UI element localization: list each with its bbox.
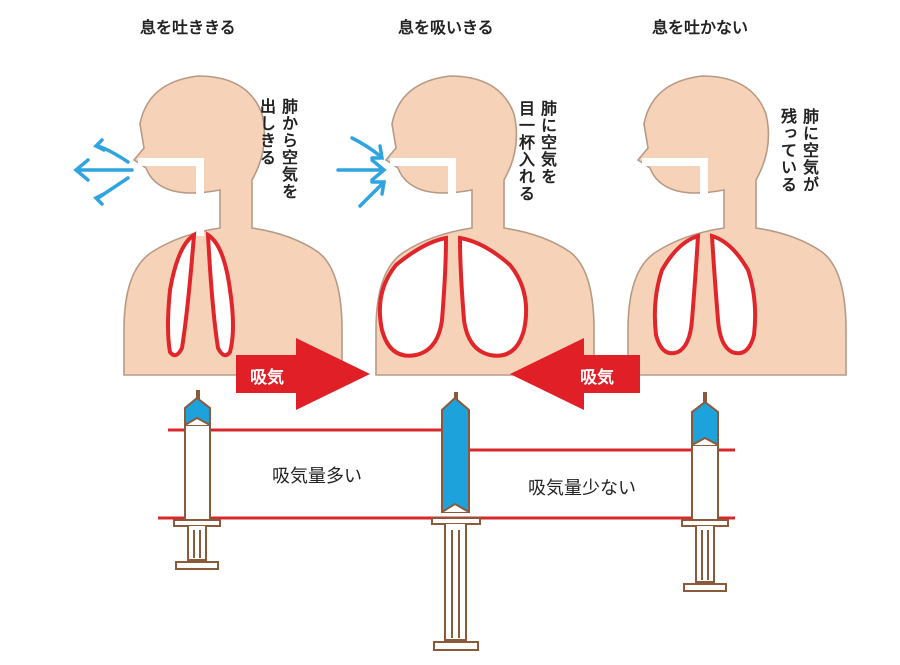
panel-no-exhale [627, 75, 847, 376]
exhale-arrows-icon [73, 138, 134, 206]
syringe-icon [431, 392, 481, 651]
volume-label-small: 吸気量少ない [528, 478, 636, 499]
lungs-deflated [166, 231, 235, 358]
lungs-inflated [377, 235, 529, 358]
inhale-arrow-label: 吸気 [250, 368, 284, 388]
inhale-arrow-right [236, 338, 370, 410]
panel-title: 息を吐ききる [140, 18, 236, 37]
panel-inhale-fully [375, 75, 595, 376]
panel-title: 息を吸いきる [398, 18, 494, 37]
caption-line: 残っている [778, 108, 797, 193]
inhale-arrows-icon [336, 136, 387, 208]
panel-exhale-fully [123, 75, 343, 376]
inhale-arrow-left [510, 338, 640, 410]
panel-caption: 肺に空気を 目一杯入れる [514, 100, 558, 202]
panel-caption: 肺から空気を 出しきる [255, 98, 299, 200]
caption-line: 肺に空気が [800, 108, 819, 193]
panel-caption: 肺に空気が 残っている [776, 108, 820, 193]
syringe-icon [681, 392, 729, 592]
inhale-arrow-label: 吸気 [580, 368, 614, 388]
volume-label-large: 吸気量多い [272, 466, 362, 487]
caption-line: 出しきる [257, 98, 276, 166]
syringe-icon [173, 390, 221, 570]
panel-title: 息を吐かない [652, 18, 749, 37]
lungs-partial [652, 233, 758, 356]
caption-line: 目一杯入れる [516, 100, 535, 202]
caption-line: 肺から空気を [279, 98, 298, 200]
caption-line: 肺に空気を [538, 100, 557, 185]
